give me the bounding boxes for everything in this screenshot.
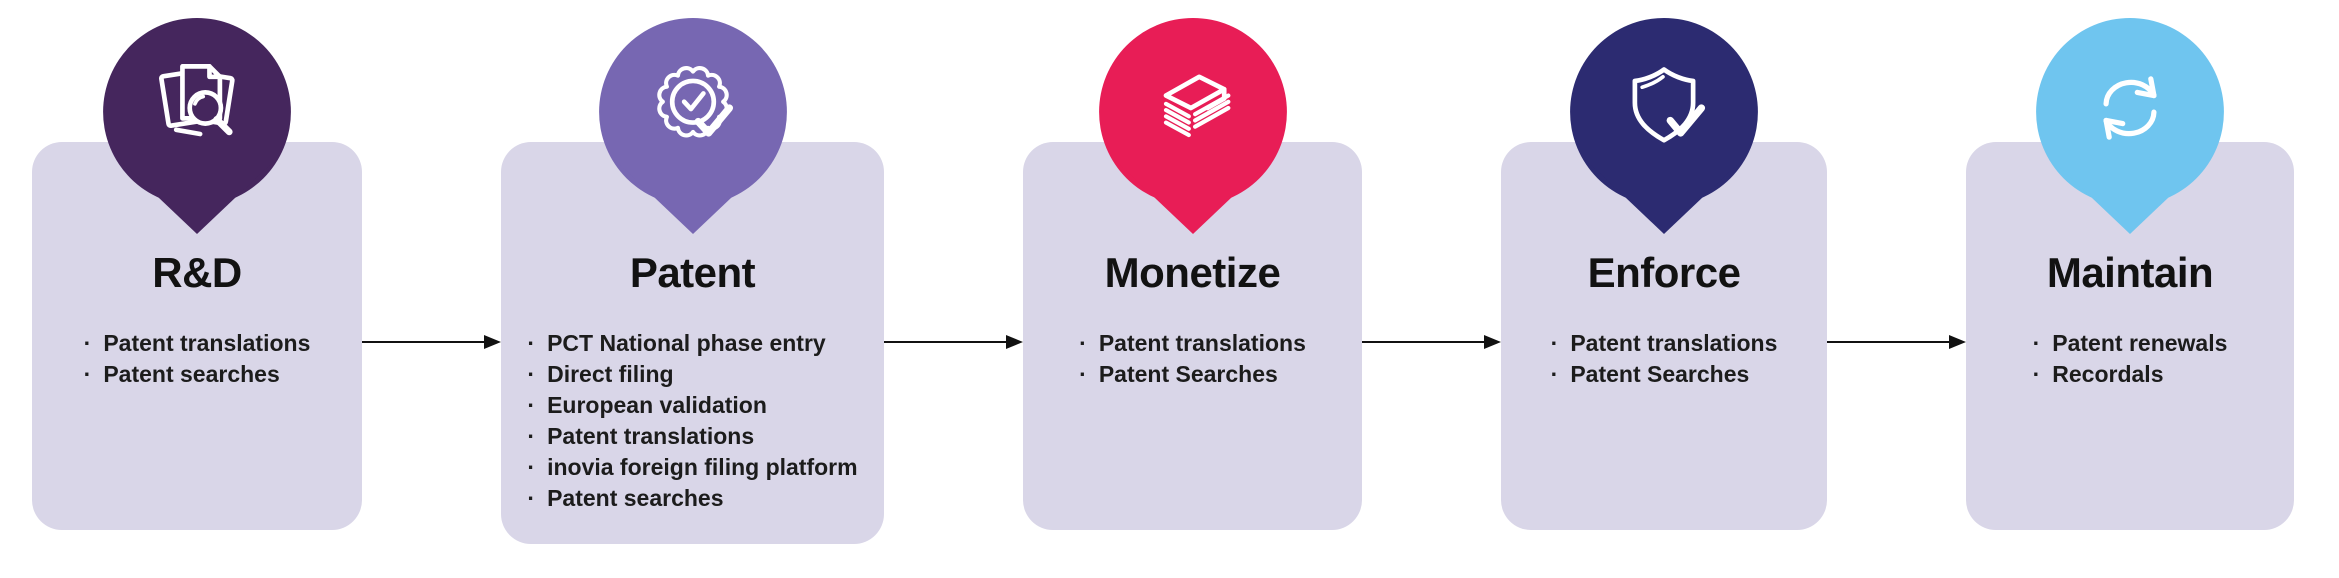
stage-card-rd: R&D · Patent translations · Patent searches bbox=[32, 18, 362, 530]
service-label: Patent translations bbox=[547, 423, 755, 450]
refresh-arrows-icon bbox=[2103, 76, 2157, 140]
service-item: · Patent translations bbox=[1551, 328, 1778, 359]
service-label: Patent translations bbox=[1570, 330, 1778, 357]
service-item: · PCT National phase entry bbox=[527, 328, 857, 359]
pin-marker-shape bbox=[103, 18, 291, 234]
stage-card-maintain: Maintain · Patent renewals · Recordals bbox=[1966, 18, 2294, 530]
bullet-dot: · bbox=[1550, 361, 1559, 388]
service-label: Patent searches bbox=[547, 485, 724, 512]
stage-card-patent: Patent · PCT National phase entry · Direct … bbox=[501, 18, 884, 545]
bullet-dot: · bbox=[527, 454, 536, 481]
service-item: · Patent translations bbox=[1079, 328, 1306, 359]
documents-search-icon bbox=[159, 64, 235, 137]
service-label: Direct filing bbox=[547, 361, 674, 388]
stage-pin-enforce bbox=[1570, 18, 1758, 234]
stage-title: R&D bbox=[152, 249, 242, 296]
arrowhead-icon bbox=[1006, 335, 1023, 349]
stage-pin-patent bbox=[598, 18, 787, 234]
stage-service-list: ·PCT National phase entry·Direct filing·… bbox=[527, 328, 857, 514]
stage-pin-maintain bbox=[2036, 18, 2224, 234]
arrowhead-icon bbox=[1484, 335, 1501, 349]
pin-marker-shape bbox=[1570, 18, 1758, 234]
service-label: PCT National phase entry bbox=[547, 330, 826, 357]
arrow-line bbox=[1362, 341, 1486, 343]
stage-title: Patent bbox=[629, 249, 756, 296]
bullet-dot: · bbox=[527, 392, 536, 419]
service-item: · Patent translations bbox=[84, 328, 311, 359]
badge-check-icon bbox=[656, 66, 733, 138]
pin-marker-shape bbox=[2036, 18, 2224, 234]
service-item: · Patent searches bbox=[84, 359, 311, 390]
stage-title: Maintain bbox=[2046, 249, 2214, 296]
service-label: Patent Searches bbox=[1570, 361, 1750, 388]
service-label: Patent Searches bbox=[1098, 361, 1278, 388]
stage-card-monetize: Monetize · Patent translations · Patent Sea… bbox=[1023, 18, 1362, 530]
stage-pin-monetize bbox=[1098, 18, 1287, 234]
service-item: · Recordals bbox=[2033, 359, 2228, 390]
stage-card-enforce: Enforce · Patent translations · Patent Sear… bbox=[1501, 18, 1827, 530]
service-item: · Patent translations bbox=[527, 421, 857, 452]
bullet-dot: · bbox=[1079, 330, 1087, 357]
arrowhead-icon bbox=[484, 335, 501, 349]
bullet-dot: · bbox=[527, 330, 536, 357]
service-item: · Patent searches bbox=[527, 483, 857, 514]
stage-title: Enforce bbox=[1587, 249, 1741, 296]
stage-service-list: · Patent renewals · Recordals bbox=[2033, 328, 2228, 390]
bullet-dot: · bbox=[1079, 361, 1087, 388]
service-label: Patent translations bbox=[103, 330, 311, 357]
arrow-line bbox=[1827, 341, 1951, 343]
service-item: · Patent renewals bbox=[2033, 328, 2228, 359]
bullet-dot: · bbox=[83, 330, 92, 357]
stage-service-list: · Patent translations · Patent searches bbox=[84, 328, 311, 390]
service-label: inovia foreign filing platform bbox=[547, 454, 858, 481]
service-label: Recordals bbox=[2052, 361, 2164, 388]
bullet-dot: · bbox=[2032, 330, 2041, 357]
service-label: Patent translations bbox=[1098, 330, 1306, 357]
bullet-dot: · bbox=[83, 361, 92, 388]
arrow-line bbox=[362, 341, 486, 343]
service-item: · Patent Searches bbox=[1079, 359, 1306, 390]
arrow-line bbox=[884, 341, 1008, 343]
pin-marker-shape bbox=[598, 18, 787, 234]
stage-service-list: · Patent translations · Patent Searches bbox=[1079, 328, 1306, 390]
flow-arrow-1 bbox=[362, 335, 501, 349]
stage-title: Monetize bbox=[1104, 249, 1281, 296]
bullet-dot: · bbox=[527, 485, 536, 512]
service-label: Patent searches bbox=[103, 361, 280, 388]
stage-service-list: · Patent translations · Patent Searches bbox=[1551, 328, 1778, 390]
arrowhead-icon bbox=[1949, 335, 1966, 349]
bullet-dot: · bbox=[1550, 330, 1559, 357]
flow-arrow-2 bbox=[884, 335, 1023, 349]
service-label: European validation bbox=[547, 392, 767, 419]
service-item: · Direct filing bbox=[527, 359, 857, 390]
bullet-dot: · bbox=[527, 423, 536, 450]
service-item: · inovia foreign filing platform bbox=[527, 452, 857, 483]
flow-arrow-3 bbox=[1362, 335, 1501, 349]
shield-check-icon bbox=[1632, 67, 1706, 143]
service-item: · European validation bbox=[527, 390, 857, 421]
service-label: Patent renewals bbox=[2052, 330, 2228, 357]
stage-pin-rd bbox=[103, 18, 291, 234]
flow-arrow-4 bbox=[1827, 335, 1966, 349]
money-stack-icon bbox=[1163, 74, 1230, 138]
bullet-dot: · bbox=[2032, 361, 2041, 388]
service-item: · Patent Searches bbox=[1551, 359, 1778, 390]
pin-marker-shape bbox=[1098, 18, 1287, 234]
bullet-dot: · bbox=[527, 361, 536, 388]
